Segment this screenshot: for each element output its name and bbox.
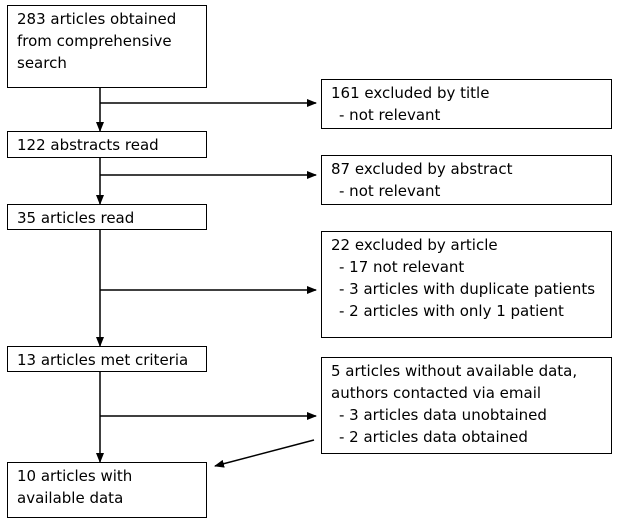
abstracts-read-box: 122 abstracts read	[7, 131, 207, 158]
excluded-title-line-1: 161 excluded by title	[331, 84, 490, 102]
contacted-box: 5 articles without available data, autho…	[321, 357, 612, 454]
excluded-title-line-2: - not relevant	[339, 106, 441, 124]
abstracts-read-label: 122 abstracts read	[17, 136, 159, 154]
final-line-1: 10 articles with	[17, 467, 133, 485]
articles-read-label: 35 articles read	[17, 209, 135, 227]
excluded-abstract-line-1: 87 excluded by abstract	[331, 160, 513, 178]
contacted-line-3: - 3 articles data unobtained	[339, 406, 547, 424]
excluded-abstract-line-2: - not relevant	[339, 182, 441, 200]
arrow-contacted-to-final	[214, 439, 315, 468]
articles-read-box: 35 articles read	[7, 204, 207, 230]
excluded-article-line-3: - 3 articles with duplicate patients	[339, 280, 596, 298]
met-criteria-box: 13 articles met criteria	[7, 346, 207, 372]
final-box: 10 articles with available data	[7, 462, 207, 518]
search-line-1: 283 articles obtained	[17, 10, 177, 28]
search-line-3: search	[17, 54, 67, 72]
excluded-article-line-2: - 17 not relevant	[339, 258, 465, 276]
final-line-2: available data	[17, 489, 124, 507]
excluded-abstract-box: 87 excluded by abstract - not relevant	[321, 155, 612, 205]
excluded-article-line-4: - 2 articles with only 1 patient	[339, 302, 564, 320]
met-criteria-label: 13 articles met criteria	[17, 351, 189, 369]
excluded-article-box: 22 excluded by article - 17 not relevant…	[321, 231, 612, 338]
excluded-title-box: 161 excluded by title - not relevant	[321, 79, 612, 129]
search-line-2: from comprehensive	[17, 32, 172, 50]
contacted-line-1: 5 articles without available data,	[331, 362, 578, 380]
contacted-line-2: authors contacted via email	[331, 384, 542, 402]
excluded-article-line-1: 22 excluded by article	[331, 236, 498, 254]
search-box: 283 articles obtained from comprehensive…	[7, 5, 207, 88]
contacted-line-4: - 2 articles data obtained	[339, 428, 528, 446]
